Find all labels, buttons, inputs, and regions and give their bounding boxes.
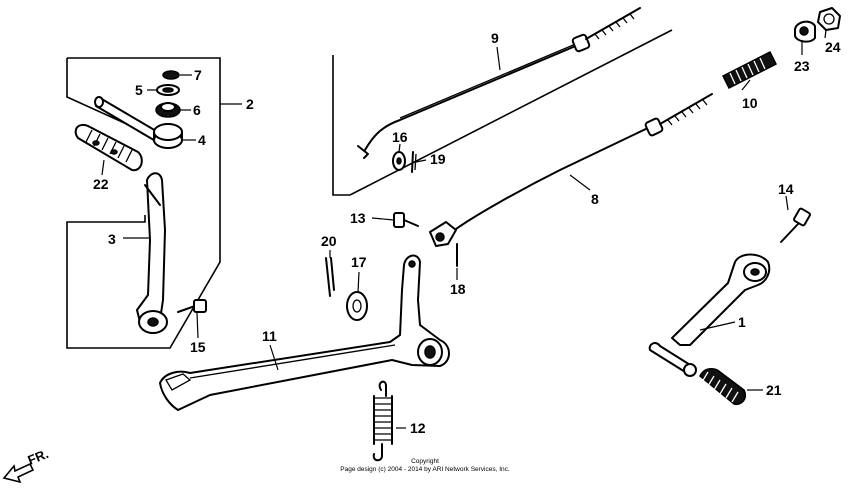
callout-12: 12 (410, 420, 426, 436)
clip-7[interactable] (162, 70, 180, 80)
callout-numbers: 1 2 3 4 5 6 7 8 9 10 11 12 13 14 15 16 1… (93, 30, 841, 436)
callout-11: 11 (262, 328, 277, 344)
pedal-spring-12[interactable] (372, 380, 393, 462)
collar-4[interactable] (153, 123, 183, 149)
rear-brake-cable-frame (332, 29, 673, 196)
brake-pedal-11[interactable] (159, 254, 450, 411)
gear-change-pedal-1[interactable] (648, 253, 771, 377)
joint-23[interactable] (794, 20, 816, 43)
callout-24: 24 (825, 39, 841, 55)
kick-starter-arm-3[interactable] (136, 172, 168, 334)
bolt-15[interactable] (177, 299, 207, 313)
pedal-rubber-21[interactable] (699, 368, 746, 406)
callout-17: 17 (351, 254, 367, 270)
callout-3: 3 (108, 231, 116, 247)
leader-lines (101, 29, 827, 429)
kick-rubber-22[interactable] (74, 124, 143, 172)
callout-21: 21 (766, 382, 782, 398)
callout-2: 2 (246, 96, 254, 112)
callout-13: 13 (350, 210, 366, 226)
callout-19: 19 (430, 151, 446, 167)
brake-rod-lower[interactable] (429, 93, 713, 247)
front-direction-indicator: FR. (2, 446, 51, 484)
washer-17[interactable] (346, 291, 368, 321)
rubber-6[interactable] (155, 102, 181, 118)
callout-23: 23 (794, 58, 810, 74)
callout-14: 14 (778, 181, 794, 197)
front-label: FR. (26, 446, 51, 468)
copyright-line-2: Page design (c) 2004 - 2014 by ARI Netwo… (340, 466, 510, 473)
kick-starter-assembly-frame (66, 57, 221, 349)
return-spring-10[interactable] (721, 50, 778, 90)
front-arrow-icon (2, 462, 35, 484)
brake-rod-upper[interactable] (357, 7, 641, 159)
adjusting-nut-24[interactable] (817, 7, 841, 31)
callout-6: 6 (193, 102, 201, 118)
callout-10: 10 (742, 95, 758, 111)
callout-20: 20 (321, 233, 337, 249)
copyright-line-1: Copyright (411, 458, 439, 465)
bolt-13[interactable] (393, 212, 419, 228)
cotter-pin-19[interactable] (411, 151, 417, 173)
callout-22: 22 (93, 176, 109, 192)
callout-18: 18 (450, 281, 466, 297)
callout-15: 15 (190, 339, 206, 355)
bolt-14[interactable] (780, 207, 811, 243)
callout-16: 16 (392, 129, 408, 145)
callout-9: 9 (491, 30, 499, 46)
cotter-pin-20[interactable] (325, 257, 335, 297)
callout-7: 7 (194, 67, 202, 83)
washer-16[interactable] (392, 151, 406, 171)
callout-8: 8 (591, 191, 599, 207)
callout-4: 4 (198, 132, 206, 148)
callout-1: 1 (738, 314, 746, 330)
washer-5[interactable] (156, 84, 180, 96)
callout-5: 5 (135, 82, 143, 98)
